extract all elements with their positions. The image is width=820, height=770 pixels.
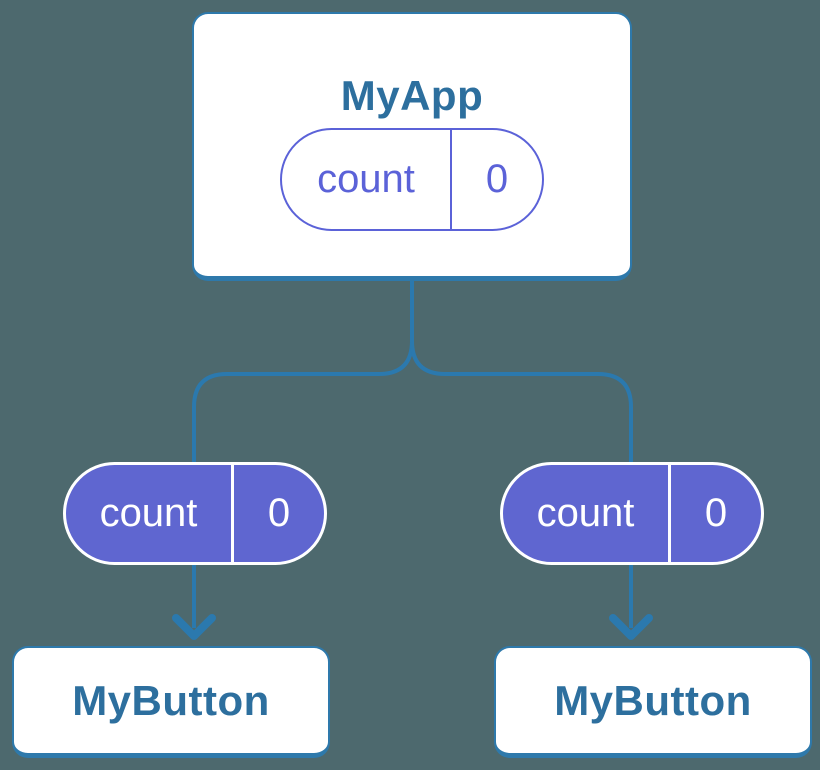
prop-name: count [536,491,635,535]
pill-divider [668,465,671,562]
prop-name: count [99,491,198,535]
component-title-right: MyButton [554,676,752,724]
state-pill: count 0 [280,128,544,231]
component-card-left: MyButton [12,646,330,758]
prop-value: 0 [267,491,291,535]
fork-branch-left [192,280,414,628]
component-title-left: MyButton [72,676,270,724]
component-card-root: MyApp count 0 [192,12,632,281]
fork-branch-right [410,280,633,628]
arrowhead-right-icon [609,614,653,640]
component-card-right: MyButton [494,646,812,758]
pill-divider [450,130,452,229]
component-title-root: MyApp [340,72,484,119]
state-value: 0 [485,157,509,201]
prop-value: 0 [704,491,728,535]
prop-pill-left: count 0 [63,462,327,565]
pill-divider [231,465,234,562]
prop-pill-right: count 0 [500,462,764,565]
arrowhead-left-icon [172,614,216,640]
state-name: count [317,157,415,201]
